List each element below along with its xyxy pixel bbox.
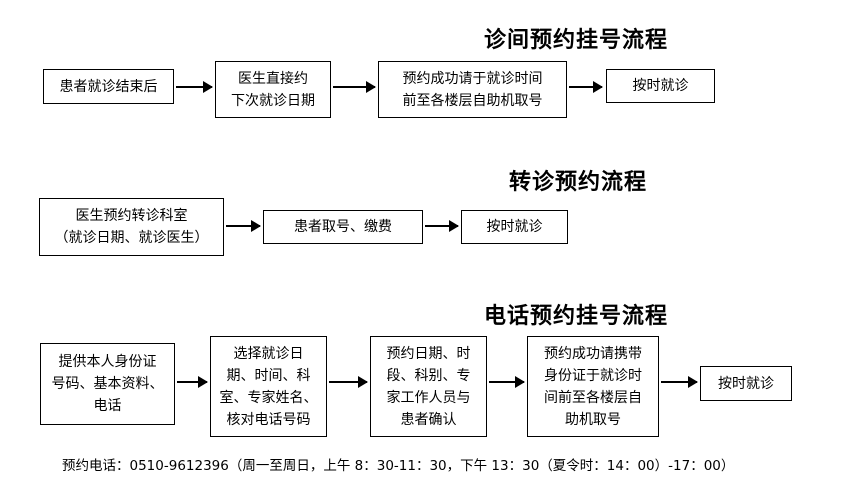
flow-arrow bbox=[329, 376, 368, 388]
step-bring-id-collect-number: 预约成功请携带 身份证于就诊时 间前至各楼层自 助机取号 bbox=[527, 336, 659, 437]
section-title-referral-appointment: 转诊预约流程 bbox=[509, 169, 648, 195]
flow-arrow bbox=[425, 220, 459, 232]
flow-arrow bbox=[226, 220, 261, 232]
flow-arrow bbox=[176, 81, 213, 93]
step-patient-visit-ends: 患者就诊结束后 bbox=[43, 69, 174, 104]
section-title-clinic-appointment: 诊间预约挂号流程 bbox=[484, 27, 669, 53]
step-visit-on-time: 按时就诊 bbox=[461, 210, 568, 244]
flow-arrow bbox=[661, 376, 698, 388]
step-staff-confirm: 预约日期、时 段、科别、专 家工作人员与 患者确认 bbox=[370, 336, 487, 437]
flow-arrow bbox=[333, 81, 376, 93]
step-choose-date-doctor: 选择就诊日 期、时间、科 室、专家姓名、 核对电话号码 bbox=[210, 336, 327, 437]
step-doctor-books-referral: 医生预约转诊科室 （就诊日期、就诊医生） bbox=[39, 198, 224, 256]
section-title-phone-appointment: 电话预约挂号流程 bbox=[484, 303, 669, 329]
step-take-number-pay: 患者取号、缴费 bbox=[263, 210, 423, 244]
step-provide-id-info: 提供本人身份证 号码、基本资料、 电话 bbox=[40, 343, 175, 425]
flow-arrow bbox=[177, 376, 208, 388]
step-collect-number-kiosk: 预约成功请于就诊时间 前至各楼层自助机取号 bbox=[378, 61, 567, 118]
flow-arrow bbox=[569, 81, 603, 93]
step-doctor-books-next-date: 医生直接约 下次就诊日期 bbox=[215, 61, 331, 118]
step-visit-on-time: 按时就诊 bbox=[700, 366, 792, 401]
appointment-phone-info: 预约电话：0510-9612396（周一至周日，上午 8：30-11：30，下午… bbox=[62, 458, 735, 474]
flow-arrow bbox=[489, 376, 525, 388]
step-visit-on-time: 按时就诊 bbox=[606, 69, 715, 103]
